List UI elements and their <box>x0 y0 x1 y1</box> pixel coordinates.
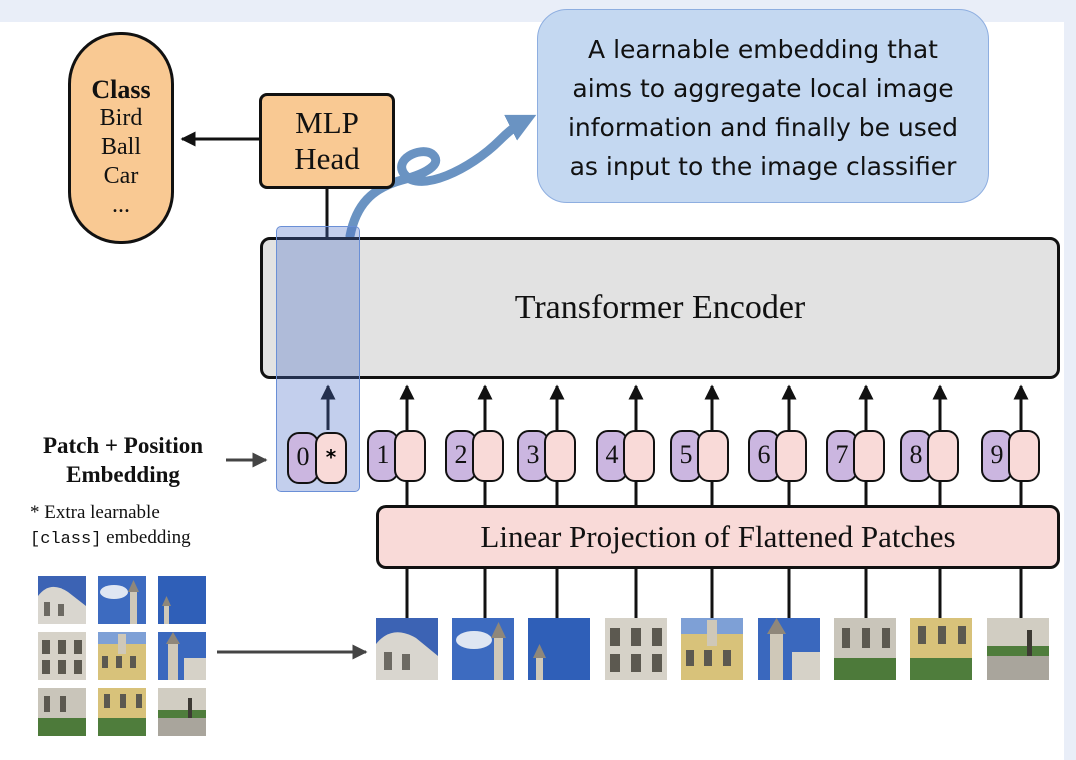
token-position-5: 5 <box>670 430 702 482</box>
token-patch-8 <box>927 430 959 482</box>
grid-patch-3 <box>158 576 206 624</box>
callout-line-3: information and finally be used <box>567 113 959 142</box>
token-patch-2 <box>472 430 504 482</box>
patch-position-embedding-label: Patch + Position Embedding <box>18 431 228 489</box>
token-position-3: 3 <box>517 430 549 482</box>
projection-to-token-lines <box>405 480 1023 505</box>
extra-note-line1: * Extra learnable <box>30 502 160 523</box>
callout-line-2: aims to aggregate local image <box>572 74 954 103</box>
grid-patch-6 <box>158 632 206 680</box>
grid-patch-5 <box>98 632 146 680</box>
token-patch-6 <box>775 430 807 482</box>
callout-line-4: as input to the image classifier <box>569 152 957 181</box>
token-patch-5 <box>697 430 729 482</box>
grid-patch-4 <box>38 632 86 680</box>
mlp-head-box: MLP Head <box>259 93 395 189</box>
token-position-0: 0 <box>287 432 319 484</box>
class-item-bird: Bird <box>99 105 143 131</box>
right-border-band <box>1064 0 1076 760</box>
token-patch-9 <box>1008 430 1040 482</box>
linear-projection-box: Linear Projection of Flattened Patches <box>376 505 1060 569</box>
grid-patch-8 <box>98 688 146 736</box>
pe-label-line2: Embedding <box>66 462 180 487</box>
seq-patch-9 <box>987 618 1049 680</box>
token-position-1: 1 <box>367 430 399 482</box>
token-position-7: 7 <box>826 430 858 482</box>
seq-patch-2 <box>452 618 514 680</box>
class-item-ellipsis: ... <box>112 192 130 218</box>
grid-patch-7 <box>38 688 86 736</box>
seq-patch-7 <box>834 618 896 680</box>
callout-line-1: A learnable embedding that <box>588 35 938 64</box>
token-patch-class: * <box>315 432 347 484</box>
class-title: Class <box>91 75 151 104</box>
token-patch-7 <box>853 430 885 482</box>
class-item-car: Car <box>103 163 139 189</box>
seq-patch-8 <box>910 618 972 680</box>
seq-patch-6 <box>758 618 820 680</box>
token-patch-3 <box>544 430 576 482</box>
token-position-6: 6 <box>748 430 780 482</box>
transformer-encoder-label: Transformer Encoder <box>514 289 806 326</box>
linear-projection-label: Linear Projection of Flattened Patches <box>480 519 956 554</box>
extra-note-line2: [class] embedding <box>30 525 191 552</box>
token-patch-4 <box>623 430 655 482</box>
seq-patch-3 <box>528 618 590 680</box>
seq-patch-1 <box>376 618 438 680</box>
callout-bubble: A learnable embedding that aims to aggre… <box>537 9 989 203</box>
extra-note-rest: embedding <box>101 527 191 548</box>
patch-to-projection-lines <box>405 569 1023 618</box>
class-output-box: Class Bird Ball Car ... <box>68 32 174 244</box>
mlp-head-line2: Head <box>294 141 360 176</box>
seq-patch-5 <box>681 618 743 680</box>
grid-patch-9 <box>158 688 206 736</box>
transformer-encoder-box: Transformer Encoder <box>260 237 1060 379</box>
class-code-token: [class] <box>30 530 102 549</box>
grid-patch-1 <box>38 576 86 624</box>
mlp-head-line1: MLP <box>295 105 359 140</box>
class-item-ball: Ball <box>101 134 141 160</box>
token-to-encoder-arrows <box>320 384 1029 430</box>
pe-label-line1: Patch + Position <box>42 433 204 458</box>
grid-patch-2 <box>98 576 146 624</box>
extra-learnable-note: * Extra learnable [class] embedding <box>30 500 191 552</box>
seq-patch-4 <box>605 618 667 680</box>
token-patch-1 <box>394 430 426 482</box>
